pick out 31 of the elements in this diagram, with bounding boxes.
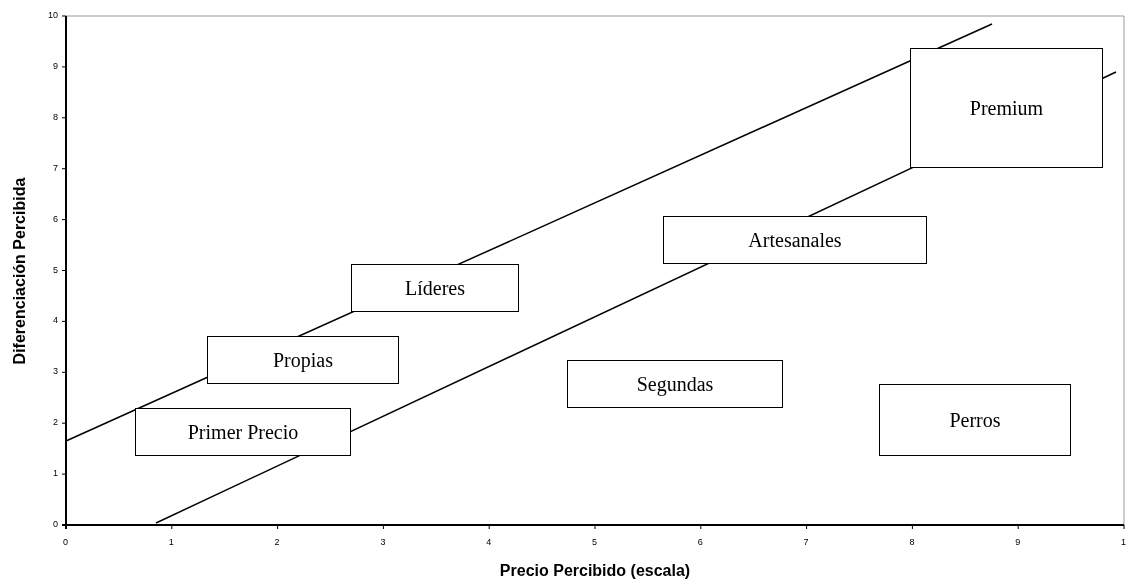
axis-tick-label: 5 bbox=[53, 264, 58, 275]
axis-tick-label: 7 bbox=[803, 537, 809, 547]
axis-tick-label: 0 bbox=[63, 537, 68, 547]
axis-tick-label: 8 bbox=[53, 111, 58, 122]
axis-tick-label: 5 bbox=[592, 537, 597, 547]
axis-title: Precio Percibido (escala) bbox=[498, 562, 692, 580]
axis-tick-label: 8 bbox=[909, 537, 915, 547]
axis-tick-label: 1 bbox=[168, 537, 174, 547]
axis-tick-label: 6 bbox=[697, 537, 703, 547]
axis-tick-label: 4 bbox=[53, 315, 58, 326]
axis-tick-label: 2 bbox=[53, 417, 58, 428]
axis-tick-label: 7 bbox=[53, 162, 58, 173]
segment-box: Perros bbox=[879, 384, 1071, 456]
axis-tick-label: 4 bbox=[486, 537, 492, 547]
axis-tick-label: 0 bbox=[53, 519, 58, 529]
axis-tick-label: 1 bbox=[1121, 537, 1126, 547]
axis-tick-label: 9 bbox=[1015, 537, 1021, 547]
axis-title: Diferenciación Percibida bbox=[11, 176, 29, 367]
segment-box: Líderes bbox=[351, 264, 519, 312]
axis-tick-label: 10 bbox=[48, 10, 58, 20]
axis-tick-label: 6 bbox=[53, 213, 58, 224]
axis-tick-label: 3 bbox=[53, 366, 58, 377]
segment-box: Premium bbox=[910, 48, 1103, 168]
axis-tick-label: 1 bbox=[53, 468, 58, 479]
axis-tick-label: 3 bbox=[380, 537, 386, 547]
axis-tick-label: 9 bbox=[53, 60, 58, 71]
segment-box: Artesanales bbox=[663, 216, 927, 264]
segment-box: Primer Precio bbox=[135, 408, 351, 456]
segment-box: Segundas bbox=[567, 360, 783, 408]
segment-box: Propias bbox=[207, 336, 399, 384]
axis-tick-label: 2 bbox=[274, 537, 280, 547]
